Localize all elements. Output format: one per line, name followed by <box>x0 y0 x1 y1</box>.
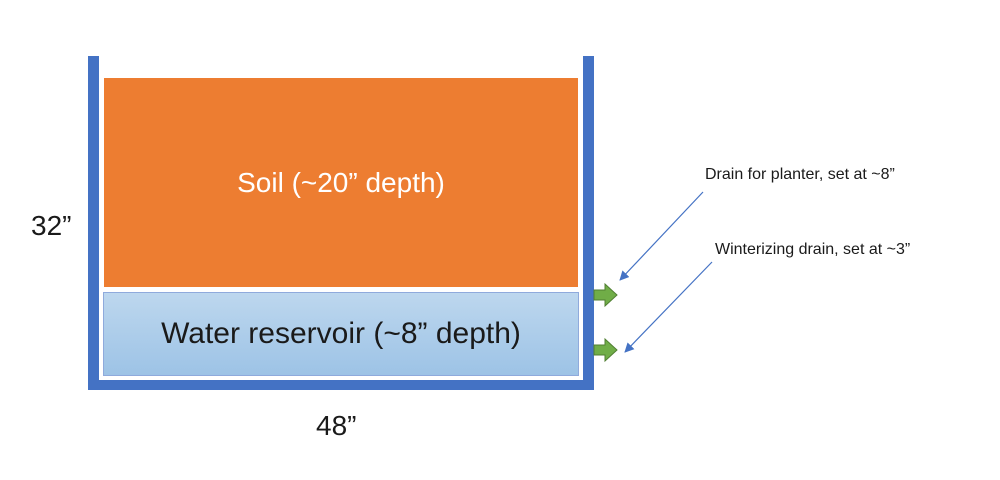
planter-drain-callout-line <box>619 191 704 281</box>
soil-layer: Soil (~20” depth) <box>104 78 578 287</box>
soil-label: Soil (~20” depth) <box>237 166 445 198</box>
planter-left-wall <box>88 56 99 390</box>
planter-right-wall <box>583 56 594 390</box>
winter-drain-callout-line <box>624 261 713 353</box>
drain-planter-note: Drain for planter, set at ~8” <box>705 166 895 183</box>
width-dimension-label: 48” <box>316 410 357 441</box>
water-reservoir-label: Water reservoir (~8” depth) <box>161 317 521 350</box>
drain-winter-note: Winterizing drain, set at ~3” <box>715 241 911 258</box>
winter-drain-arrow <box>593 337 618 363</box>
height-dimension-label: 32” <box>31 210 72 241</box>
water-reservoir: Water reservoir (~8” depth) <box>103 292 579 376</box>
planter-bottom-wall <box>88 380 594 390</box>
planter-drain-arrow <box>593 282 618 308</box>
